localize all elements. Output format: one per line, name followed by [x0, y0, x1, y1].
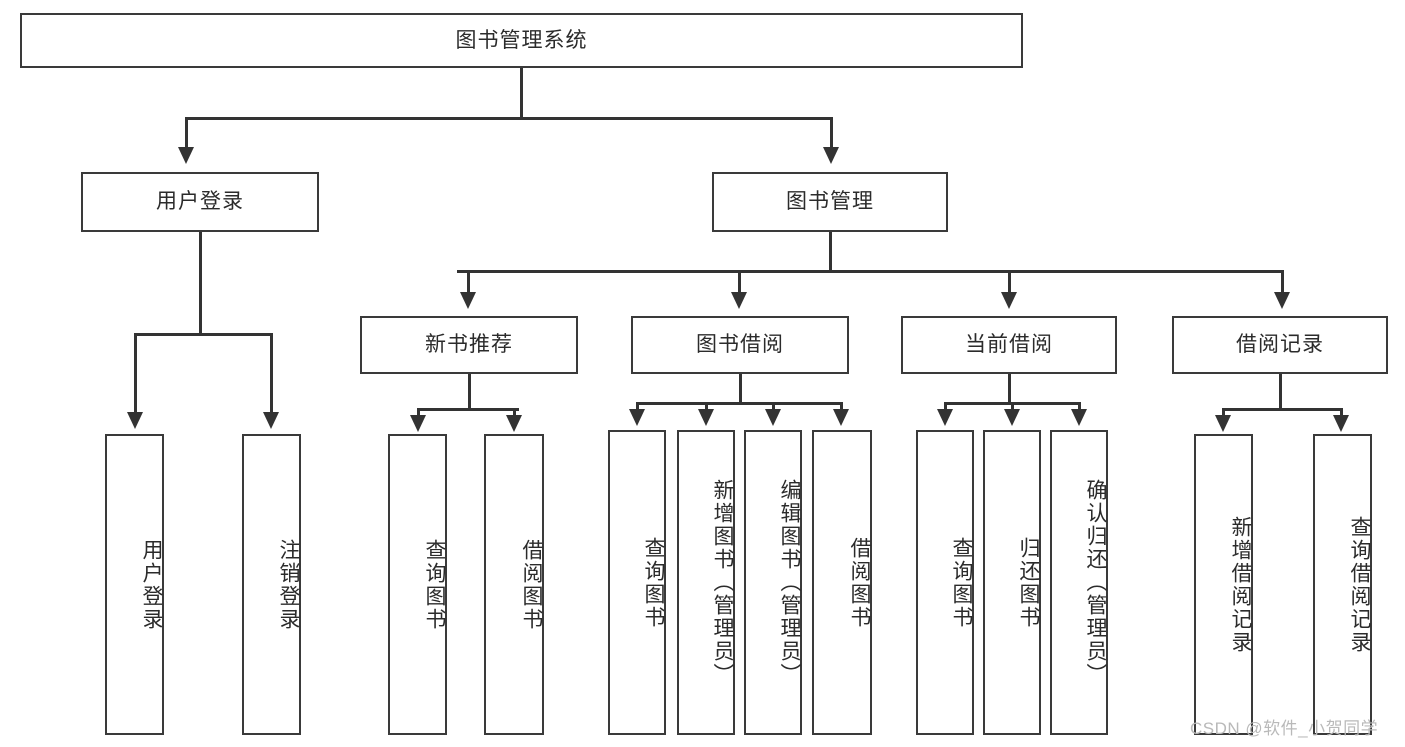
- node-label: 图书管理: [786, 190, 874, 214]
- connector-level1-bar: [185, 117, 832, 120]
- arrow-to-leaf-add-record: [1215, 415, 1231, 432]
- node-label: 编辑图书（管理员）: [778, 479, 801, 686]
- leaf-add-borrow-record[interactable]: 新增借阅记录: [1194, 434, 1253, 735]
- node-current-borrow[interactable]: 当前借阅: [901, 316, 1117, 374]
- connector-user-login-drop-2: [270, 333, 273, 415]
- connector-new-book-stem: [468, 374, 471, 410]
- connector-borrow-record-bar: [1222, 408, 1342, 411]
- node-label: 图书借阅: [696, 333, 784, 357]
- connector-new-book-bar: [417, 408, 519, 411]
- node-borrow-record[interactable]: 借阅记录: [1172, 316, 1388, 374]
- node-label: 查询借阅记录: [1348, 515, 1371, 654]
- leaf-add-book-admin[interactable]: 新增图书（管理员）: [677, 430, 735, 735]
- node-label: 当前借阅: [965, 333, 1053, 357]
- arrow-to-book-borrow: [731, 292, 747, 309]
- leaf-confirm-return-admin[interactable]: 确认归还（管理员）: [1050, 430, 1108, 735]
- connector-new-book-drop-1: [417, 408, 420, 418]
- connector-borrow-record-stem: [1279, 374, 1282, 410]
- arrow-to-leaf-edit-book: [765, 409, 781, 426]
- connector-current-borrow-drop-1: [944, 402, 947, 412]
- arrow-to-leaf-query-book-2: [629, 409, 645, 426]
- arrow-to-leaf-borrow-book-1: [506, 415, 522, 432]
- node-label: 新增借阅记录: [1229, 515, 1252, 654]
- connector-current-borrow-drop-2: [1011, 402, 1014, 412]
- connector-level2-drop-4: [1281, 270, 1284, 295]
- connector-level1-drop-left: [185, 117, 188, 149]
- connector-book-borrow-drop-4: [840, 402, 843, 412]
- connector-level2-drop-1: [467, 270, 470, 295]
- connector-user-login-stem: [199, 232, 202, 335]
- connector-level2-drop-2: [738, 270, 741, 295]
- node-label: 借阅图书: [848, 536, 871, 629]
- node-label: 查询图书: [950, 536, 973, 629]
- connector-book-borrow-drop-3: [772, 402, 775, 412]
- connector-borrow-record-drop-1: [1222, 408, 1225, 418]
- connector-book-borrow-stem: [739, 374, 742, 404]
- arrow-to-leaf-add-book: [698, 409, 714, 426]
- node-label: 归还图书: [1017, 536, 1040, 629]
- connector-user-login-drop-1: [134, 333, 137, 415]
- connector-level1-drop-right: [830, 117, 833, 149]
- leaf-query-book-borrow[interactable]: 查询图书: [608, 430, 666, 735]
- leaf-borrow-book-recommend[interactable]: 借阅图书: [484, 434, 544, 735]
- leaf-edit-book-admin[interactable]: 编辑图书（管理员）: [744, 430, 802, 735]
- connector-borrow-record-drop-2: [1340, 408, 1343, 418]
- node-label: 新书推荐: [425, 333, 513, 357]
- watermark: CSDN @软件_小贺同学: [1190, 719, 1379, 738]
- arrow-to-leaf-borrow-book-2: [833, 409, 849, 426]
- arrow-to-leaf-query-book-3: [937, 409, 953, 426]
- arrow-to-current-borrow: [1001, 292, 1017, 309]
- node-label: 注销登录: [277, 538, 300, 631]
- arrow-to-new-book-recommend: [460, 292, 476, 309]
- node-label: 用户登录: [140, 538, 163, 631]
- connector-book-borrow-drop-1: [636, 402, 639, 412]
- leaf-borrow-book[interactable]: 借阅图书: [812, 430, 872, 735]
- connector-book-borrow-bar: [636, 402, 842, 405]
- arrow-to-user-login: [178, 147, 194, 164]
- node-label: 新增图书（管理员）: [711, 479, 734, 686]
- connector-level2-bar: [457, 270, 1283, 273]
- node-label: 查询图书: [423, 538, 446, 631]
- node-label: 用户登录: [156, 190, 244, 214]
- node-label: 查询图书: [642, 536, 665, 629]
- connector-level2-drop-3: [1008, 270, 1011, 295]
- leaf-return-book[interactable]: 归还图书: [983, 430, 1041, 735]
- connector-current-borrow-stem: [1008, 374, 1011, 404]
- leaf-query-borrow-record[interactable]: 查询借阅记录: [1313, 434, 1372, 735]
- node-book-borrow[interactable]: 图书借阅: [631, 316, 849, 374]
- leaf-user-login[interactable]: 用户登录: [105, 434, 164, 735]
- node-user-login[interactable]: 用户登录: [81, 172, 319, 232]
- leaf-logout[interactable]: 注销登录: [242, 434, 301, 735]
- arrow-to-leaf-user-login: [127, 412, 143, 429]
- node-label: 借阅记录: [1236, 333, 1324, 357]
- connector-new-book-drop-2: [513, 408, 516, 418]
- node-book-management[interactable]: 图书管理: [712, 172, 948, 232]
- node-new-book-recommend[interactable]: 新书推荐: [360, 316, 578, 374]
- connector-book-borrow-drop-2: [705, 402, 708, 412]
- arrow-to-book-management: [823, 147, 839, 164]
- node-label: 图书管理系统: [455, 28, 588, 52]
- node-root-book-management-system[interactable]: 图书管理系统: [20, 13, 1023, 68]
- node-label: 借阅图书: [520, 538, 543, 631]
- leaf-query-book-current[interactable]: 查询图书: [916, 430, 974, 735]
- arrow-to-leaf-query-record: [1333, 415, 1349, 432]
- arrow-to-leaf-query-book-1: [410, 415, 426, 432]
- arrow-to-borrow-record: [1274, 292, 1290, 309]
- connector-user-login-bar: [134, 333, 272, 336]
- leaf-query-book-recommend[interactable]: 查询图书: [388, 434, 447, 735]
- arrow-to-leaf-logout: [263, 412, 279, 429]
- connector-root-stem: [520, 68, 523, 119]
- arrow-to-leaf-return-book: [1004, 409, 1020, 426]
- connector-current-borrow-drop-3: [1078, 402, 1081, 412]
- node-label: 确认归还（管理员）: [1084, 479, 1107, 686]
- connector-book-management-stem: [829, 232, 832, 272]
- arrow-to-leaf-confirm-return: [1071, 409, 1087, 426]
